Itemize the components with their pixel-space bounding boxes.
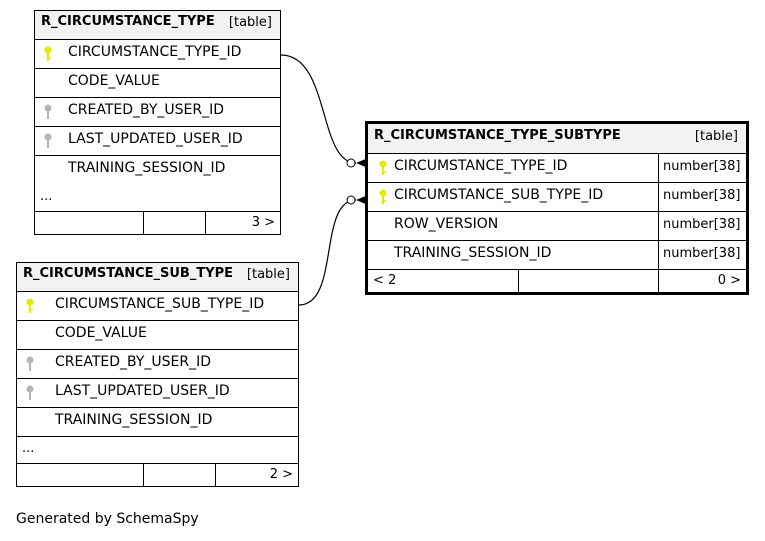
column-row[interactable]: CODE_VALUE	[35, 69, 280, 98]
column-row[interactable]: CIRCUMSTANCE_TYPE_ID number[38]	[368, 154, 746, 183]
relation-end-circle	[346, 195, 356, 205]
column-row[interactable]: CREATED_BY_USER_ID	[35, 98, 280, 127]
more-columns-ellipsis: ...	[40, 189, 53, 204]
column-row[interactable]: ROW_VERSION number[38]	[368, 212, 746, 241]
foreign-key-icon	[26, 385, 34, 400]
column-row[interactable]: LAST_UPDATED_USER_ID	[17, 379, 298, 408]
column-type: number[38]	[663, 159, 741, 174]
table-header: R_CIRCUMSTANCE_SUB_TYPE [table]	[17, 263, 298, 292]
column-name: CODE_VALUE	[68, 73, 160, 89]
more-columns-ellipsis: ...	[22, 441, 35, 456]
column-name: CREATED_BY_USER_ID	[55, 354, 212, 370]
table-kind: [table]	[694, 129, 738, 144]
relation-end-circle	[346, 158, 356, 168]
primary-key-icon	[26, 298, 34, 313]
column-name: TRAINING_SESSION_ID	[68, 160, 226, 176]
table-name: R_CIRCUMSTANCE_SUB_TYPE	[23, 266, 234, 281]
primary-key-icon	[379, 189, 387, 204]
table-kind: [table]	[228, 15, 272, 30]
column-row[interactable]: TRAINING_SESSION_ID	[35, 156, 280, 185]
parents-count[interactable]: < 2	[373, 273, 397, 288]
column-name: TRAINING_SESSION_ID	[394, 245, 552, 261]
column-type: number[38]	[663, 188, 741, 203]
table-kind: [table]	[246, 267, 290, 282]
column-name: CREATED_BY_USER_ID	[68, 102, 225, 118]
table-footer: 2 >	[17, 463, 298, 486]
table-footer: 3 >	[35, 211, 280, 234]
table-r-circumstance-sub-type[interactable]: R_CIRCUMSTANCE_SUB_TYPE [table] CIRCUMST…	[16, 262, 299, 487]
foreign-key-icon	[44, 104, 52, 119]
table-name: R_CIRCUMSTANCE_TYPE	[41, 14, 215, 29]
column-row[interactable]: CREATED_BY_USER_ID	[17, 350, 298, 379]
column-row[interactable]: CODE_VALUE	[17, 321, 298, 350]
column-type: number[38]	[663, 217, 741, 232]
column-row[interactable]: CIRCUMSTANCE_TYPE_ID	[35, 40, 280, 69]
table-footer: < 2 0 >	[368, 270, 746, 292]
column-name: ROW_VERSION	[394, 216, 499, 232]
column-name: CODE_VALUE	[55, 325, 147, 341]
table-r-circumstance-type[interactable]: R_CIRCUMSTANCE_TYPE [table] CIRCUMSTANCE…	[34, 10, 281, 235]
table-r-circumstance-type-subtype[interactable]: R_CIRCUMSTANCE_TYPE_SUBTYPE [table] CIRC…	[365, 121, 749, 295]
column-name: CIRCUMSTANCE_SUB_TYPE_ID	[55, 296, 265, 312]
column-name: CIRCUMSTANCE_SUB_TYPE_ID	[394, 187, 604, 203]
foreign-key-icon	[44, 133, 52, 148]
foreign-key-icon	[26, 356, 34, 371]
table-name: R_CIRCUMSTANCE_TYPE_SUBTYPE	[374, 128, 621, 143]
column-row[interactable]: TRAINING_SESSION_ID number[38]	[368, 241, 746, 270]
table-header: R_CIRCUMSTANCE_TYPE_SUBTYPE [table]	[368, 124, 746, 154]
column-row[interactable]: CIRCUMSTANCE_SUB_TYPE_ID number[38]	[368, 183, 746, 212]
children-count[interactable]: 3 >	[251, 215, 275, 230]
table-header: R_CIRCUMSTANCE_TYPE [table]	[35, 11, 280, 40]
column-name: TRAINING_SESSION_ID	[55, 412, 213, 428]
relation-type-to-subtype	[280, 54, 357, 164]
primary-key-icon	[44, 46, 52, 61]
column-name: LAST_UPDATED_USER_ID	[55, 383, 230, 399]
column-row[interactable]: LAST_UPDATED_USER_ID	[35, 127, 280, 156]
column-row[interactable]: CIRCUMSTANCE_SUB_TYPE_ID	[17, 292, 298, 321]
children-count[interactable]: 0 >	[717, 273, 741, 288]
column-name: LAST_UPDATED_USER_ID	[68, 131, 243, 147]
generated-by-caption: Generated by SchemaSpy	[16, 511, 199, 527]
column-type: number[38]	[663, 246, 741, 261]
primary-key-icon	[379, 160, 387, 175]
relation-subtype-to-subtype	[298, 199, 357, 306]
column-row[interactable]: TRAINING_SESSION_ID	[17, 408, 298, 437]
column-name: CIRCUMSTANCE_TYPE_ID	[68, 44, 242, 60]
column-name: CIRCUMSTANCE_TYPE_ID	[394, 158, 568, 174]
children-count[interactable]: 2 >	[269, 467, 293, 482]
